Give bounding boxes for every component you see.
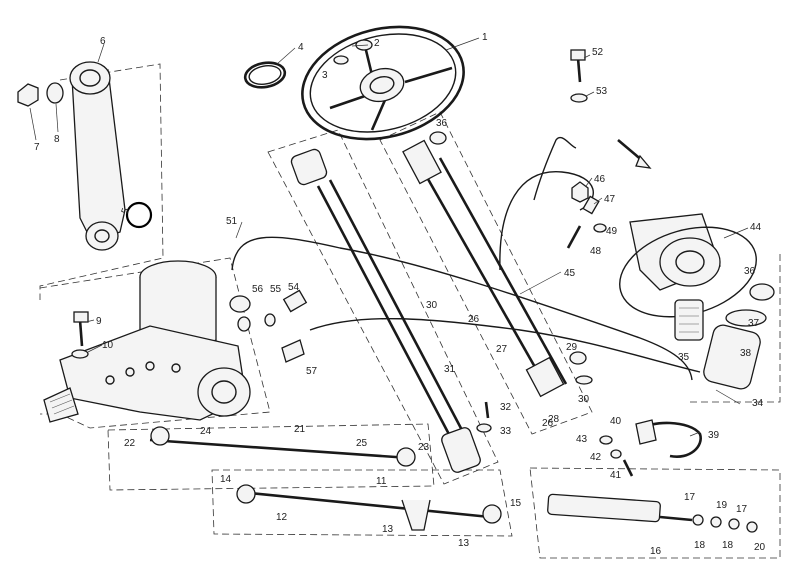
- steering-wheel: [301, 25, 465, 141]
- part-label: 31: [444, 364, 456, 375]
- part-label: 47: [604, 194, 616, 205]
- part-label: 36: [436, 118, 448, 129]
- part-label: 9: [96, 316, 102, 327]
- cables: [231, 136, 701, 381]
- part-label: 49: [606, 226, 618, 237]
- part-label: 26: [468, 314, 480, 325]
- part-label: 2: [374, 38, 380, 49]
- part-label: 46: [594, 174, 606, 185]
- part-label: 33: [500, 426, 512, 437]
- part-label: 23: [418, 442, 430, 453]
- part-label: 39: [708, 430, 720, 441]
- part-label: 22: [124, 438, 136, 449]
- part-label: 51: [226, 216, 238, 227]
- nut-icon: [17, 83, 39, 107]
- pump-assembly: [619, 213, 757, 318]
- part-label: 5: [120, 206, 132, 215]
- tie-rods: [149, 426, 502, 531]
- hardware: [71, 49, 652, 477]
- part-label: 26: [542, 418, 554, 429]
- group-boxes: [39, 63, 781, 559]
- part-label: 25: [356, 438, 368, 449]
- highlight-circle: [125, 201, 153, 229]
- steering-damper: [547, 493, 758, 533]
- part-label: 7: [34, 142, 40, 153]
- part-label: 3: [322, 70, 328, 81]
- part-label: 15: [510, 498, 522, 509]
- part-label: 54: [288, 282, 300, 293]
- part-label: 11: [376, 476, 387, 487]
- part-label: 36: [744, 266, 756, 277]
- horn-ring: [243, 61, 287, 89]
- part-label: 29: [566, 342, 578, 353]
- clamp: [635, 419, 702, 458]
- part-label: 40: [610, 416, 622, 427]
- part-label: 28: [548, 414, 560, 425]
- part-label: 13: [458, 538, 470, 549]
- part-label: 52: [592, 47, 604, 58]
- part-label: 42: [590, 452, 602, 463]
- part-label: 16: [650, 546, 662, 557]
- part-label: 55: [270, 284, 282, 295]
- part-label: 6: [100, 36, 106, 47]
- part-label: 18: [722, 540, 734, 551]
- part-label: 17: [736, 504, 748, 515]
- part-label: 48: [590, 246, 602, 257]
- part-label: 24: [200, 426, 212, 437]
- part-label: 34: [752, 398, 764, 409]
- part-label: 56: [252, 284, 264, 295]
- part-label: 57: [306, 366, 318, 377]
- part-label: 10: [102, 340, 114, 351]
- part-label: 30: [426, 300, 438, 311]
- part-label: 19: [716, 500, 728, 511]
- part-label: 1: [482, 32, 488, 43]
- part-label: 37: [748, 318, 760, 329]
- part-label: 35: [678, 352, 690, 363]
- part-label: 8: [54, 134, 60, 145]
- part-labels: 1 2 3 4 5 6 7 8 9 10 11 12 13 13 14 15 1…: [34, 32, 766, 557]
- part-label: 27: [496, 344, 508, 355]
- part-label: 17: [684, 492, 696, 503]
- reservoir: [674, 283, 775, 390]
- part-label: 41: [610, 470, 622, 481]
- part-label: 13: [382, 524, 394, 535]
- pitman-arm: [17, 61, 153, 251]
- steering-columns: [290, 131, 568, 473]
- part-label: 44: [750, 222, 762, 233]
- steering-gearbox: [43, 260, 251, 423]
- part-label: 21: [294, 424, 306, 435]
- part-label: 43: [576, 434, 588, 445]
- part-label: 38: [740, 348, 752, 359]
- part-label: 20: [754, 542, 766, 553]
- part-label: 32: [500, 402, 512, 413]
- part-label: 18: [694, 540, 706, 551]
- part-label: 12: [276, 512, 288, 523]
- part-label: 45: [564, 268, 576, 279]
- part-label: 53: [596, 86, 608, 97]
- leader-lines: [29, 37, 749, 437]
- part-label: 4: [298, 42, 304, 53]
- part-label: 30: [578, 394, 590, 405]
- part-label: 14: [220, 474, 232, 485]
